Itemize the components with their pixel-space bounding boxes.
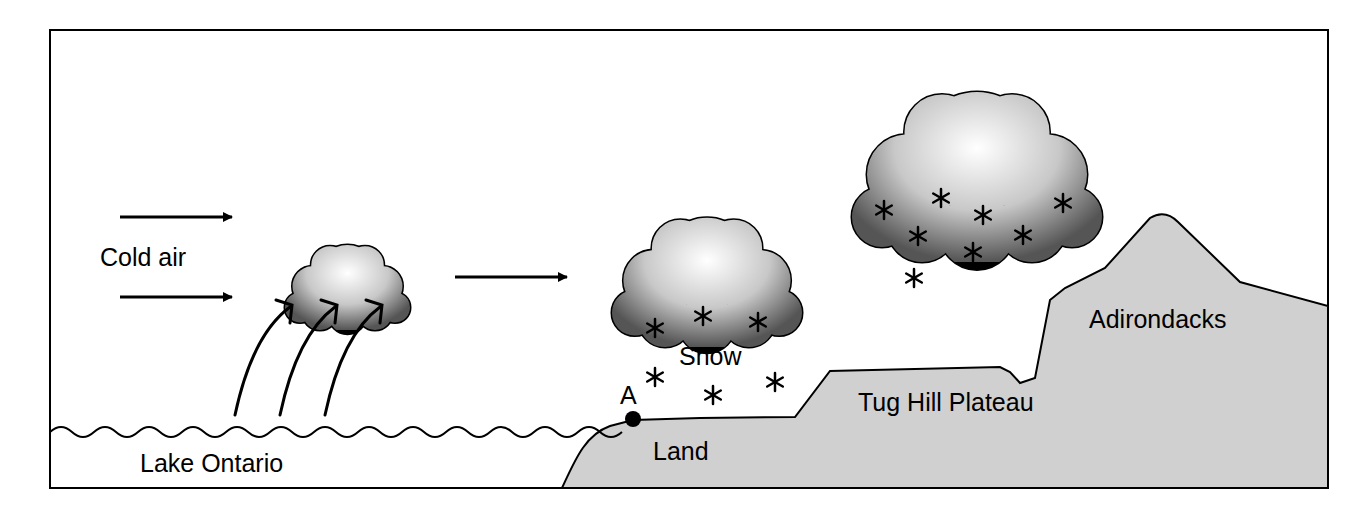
wind-arrow [455,276,567,279]
cloud [612,203,802,353]
snowflake-stroke [933,194,949,203]
land-label: Land [653,438,709,466]
snowflake-stroke [695,312,711,321]
snowflakes [647,189,1071,404]
cloud [285,235,410,334]
snowflake-stroke [965,248,981,257]
snowflake-stroke [1055,199,1071,208]
snowflake-stroke [767,378,783,387]
snowflake-stroke [647,324,663,333]
point-a-dot [625,411,641,427]
snowflake-stroke [647,324,663,333]
snowflake-stroke [906,274,922,283]
snowflake-stroke [975,211,991,220]
plateau-label: Tug Hill Plateau [858,389,1034,417]
wind-arrow [120,296,232,299]
lake-water-surface [50,427,622,437]
snowflake-stroke [647,373,663,382]
snowflake-stroke [965,248,981,257]
snowflake-stroke [705,391,721,400]
frame [50,30,1328,488]
snowflake-stroke [767,378,783,387]
rising-air-arrows [235,300,382,415]
snow-label: Snow [679,343,742,371]
snowflake-stroke [1015,231,1031,240]
snowflake-stroke [933,194,949,203]
air-label: Cold air [100,244,186,272]
wind-arrow [120,216,232,219]
snowflake-stroke [750,318,766,327]
snowflake-stroke [647,373,663,382]
point-label: A [620,382,637,410]
lake-label: Lake Ontario [140,450,283,478]
snowflake-stroke [910,232,926,241]
snowflake-stroke [1055,199,1071,208]
snowflake-stroke [695,312,711,321]
cloud [852,72,1102,270]
snowflake-stroke [1015,231,1031,240]
clouds [285,72,1102,353]
snowflake-stroke [906,274,922,283]
snowflake-stroke [975,211,991,220]
snowflake-stroke [750,318,766,327]
snowflake-stroke [705,391,721,400]
snowflake-stroke [910,232,926,241]
mountain-label: Adirondacks [1089,306,1227,334]
snowflake-stroke [876,206,892,215]
snowflake-stroke [876,206,892,215]
